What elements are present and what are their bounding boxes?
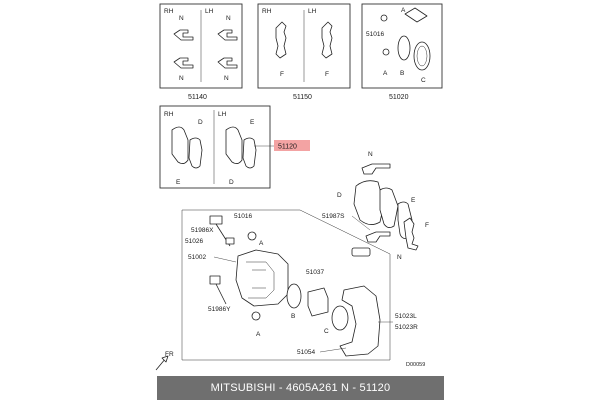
seal-kit-boot-small (380, 14, 388, 22)
front-arrow-label: FR (165, 351, 174, 358)
slide-bushing (351, 247, 371, 257)
panel-51140-mark-n1: N (179, 15, 184, 22)
panel-51020-callout-a-top: A (401, 7, 406, 14)
panel-51020-code: 51020 (389, 94, 409, 101)
highlighted-part-code: 51120 (278, 144, 297, 151)
main-assembly: N D E F 51987S N 51016 51986X 51026 A 51… (155, 151, 429, 371)
brake-pad-lh-outer (225, 126, 243, 164)
panel-51150-mark-f2: F (325, 71, 329, 78)
panel-51020-callout-a: A (383, 70, 388, 77)
pad-clip-lh-lower (217, 57, 238, 69)
assembly-frame (181, 209, 391, 361)
brake-pad-rh-inner (188, 137, 203, 169)
letter-n-mid: N (397, 254, 402, 261)
letter-e: E (411, 197, 416, 204)
diagram-ref-code: D00059 (406, 362, 425, 368)
shim-rh (275, 21, 287, 59)
cap-a-top (247, 231, 257, 241)
pad-backing-main (379, 187, 399, 228)
shim-lh (321, 21, 333, 59)
front-arrow: FR (155, 351, 174, 371)
pad-clip-rh-upper (173, 29, 194, 41)
label-51026: 51026 (185, 238, 203, 245)
panel-51150-rh-label: RH (262, 8, 272, 15)
cap-a-bottom (251, 311, 261, 321)
leader-51002 (213, 256, 237, 263)
bleeder-screw (209, 215, 223, 225)
panel-51140-lh-label: LH (205, 8, 214, 15)
label-51023r: 51023R (395, 324, 418, 331)
panel-51140-mark-n3: N (179, 75, 184, 82)
panel-51120-mark-e2: E (176, 179, 181, 186)
seal-kit-grease (404, 7, 428, 23)
leader-51054 (319, 347, 347, 353)
piston (307, 287, 329, 317)
panel-51020: A 51016 A B C 51020 (361, 3, 443, 101)
caliper-body-detail (246, 261, 275, 299)
pad-d-main (353, 180, 385, 225)
panel-51120: RH LH D E E D 51120 (159, 105, 310, 189)
panel-51140-mark-n2: N (226, 15, 231, 22)
letter-a-top: A (259, 240, 264, 247)
label-51002: 51002 (188, 254, 206, 261)
panel-51120-mark-e1: E (250, 119, 255, 126)
washer-51026 (225, 237, 235, 245)
pad-clip-rh-lower (173, 57, 194, 69)
label-51037: 51037 (306, 269, 324, 276)
seal-kit-piston-boot-inner (416, 45, 428, 67)
highlight-51120 (274, 140, 310, 151)
part-number-footer: MITSUBISHI - 4605A261 N - 51120 (157, 376, 444, 400)
seal-kit-boot-a (382, 48, 390, 56)
panel-51150-mark-f1: F (280, 71, 284, 78)
panel-51020-callout-b: B (400, 70, 404, 77)
label-51016: 51016 (234, 213, 252, 220)
letter-b: B (291, 313, 295, 320)
panel-51150-code: 51150 (293, 94, 312, 101)
label-51023l: 51023L (395, 313, 417, 320)
letter-a-bottom: A (256, 331, 261, 338)
label-51054: 51054 (297, 349, 315, 356)
seal-kit-piston-boot (413, 41, 431, 71)
panel-51140-code: 51140 (188, 94, 207, 101)
panel-51140-rh-label: RH (164, 8, 174, 15)
pad-clip-lh-upper (217, 29, 238, 41)
bolt-51986y (215, 283, 227, 305)
piston-boot (331, 305, 349, 331)
letter-c: C (324, 328, 329, 335)
shim-f-main (403, 217, 419, 251)
brake-pad-lh-inner (242, 137, 257, 169)
panel-51120-rh-label: RH (164, 111, 174, 118)
panel-51020-callout-51016: 51016 (366, 31, 384, 38)
caliper-body (235, 249, 289, 307)
letter-f: F (425, 222, 429, 229)
panel-51120-lh-label: LH (218, 111, 227, 118)
seal-kit-piston-seal (397, 35, 411, 61)
label-51987s: 51987S (322, 213, 345, 220)
letter-d: D (337, 192, 342, 199)
panel-51020-callout-c: C (421, 77, 426, 84)
label-51986y: 51986Y (208, 306, 231, 313)
caliper-bracket (339, 285, 381, 357)
clip-n-upper (361, 163, 391, 175)
label-51986x: 51986X (191, 227, 214, 234)
panel-51120-mark-d1: D (198, 119, 203, 126)
brake-pad-rh-outer (171, 126, 189, 164)
pad-wear-clip (365, 231, 391, 243)
bolt-head-51986y (209, 275, 221, 285)
leader-51987s (351, 215, 371, 231)
panel-51140: RH LH N N N N 51140 (159, 3, 243, 101)
panel-51120-mark-d2: D (229, 179, 234, 186)
panel-51150: RH LH F F 51150 (257, 3, 351, 101)
piston-seal (286, 283, 302, 309)
panel-51150-lh-label: LH (308, 8, 317, 15)
panel-51140-mark-n4: N (224, 75, 229, 82)
letter-n-top: N (368, 151, 373, 158)
